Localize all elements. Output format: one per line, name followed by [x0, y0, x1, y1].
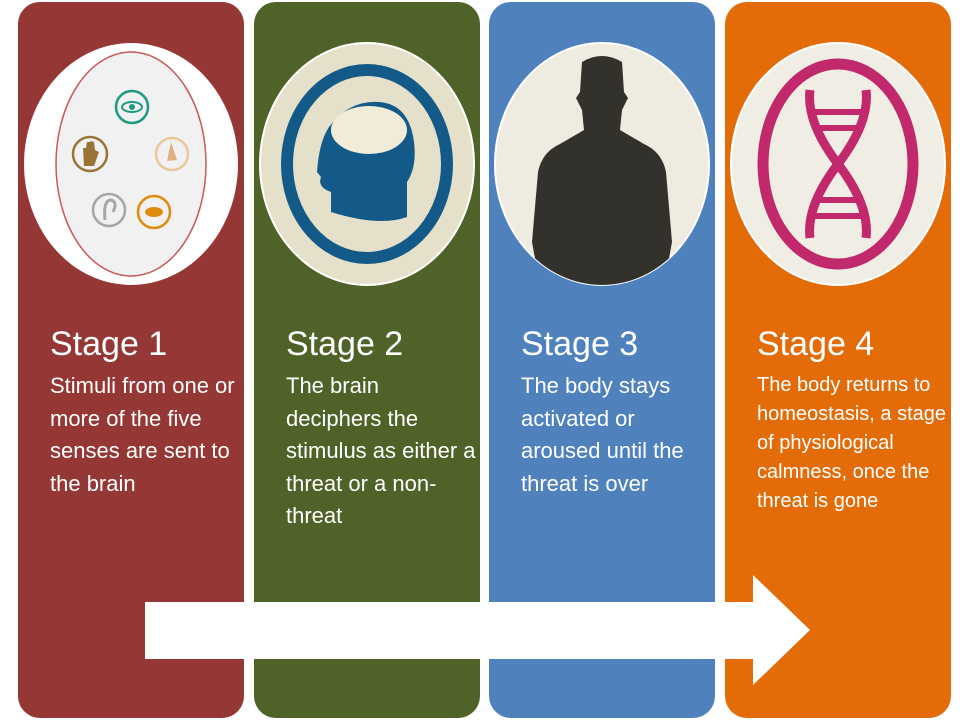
- stage-description: The body returns to homeostasis, a stage…: [757, 374, 946, 512]
- stage-title: Stage 1: [50, 325, 168, 363]
- stage-title: Stage 3: [521, 325, 639, 363]
- stage-title: Stage 4: [757, 325, 875, 363]
- stage-1-panel: Stage 1 Stimuli from one or more of the …: [18, 2, 244, 718]
- ear-icon: [91, 192, 127, 228]
- stage-4-panel: Stage 4 The body returns to homeostasis,…: [725, 2, 951, 718]
- nose-icon: [154, 136, 190, 172]
- stage-description: The brain deciphers the stimulus as eith…: [286, 373, 476, 528]
- human-silhouette-icon: [494, 42, 710, 286]
- stage-2-panel: Stage 2 The brain deciphers the stimulus…: [254, 2, 480, 718]
- dna-icon: [730, 42, 946, 286]
- stage-title: Stage 2: [286, 325, 404, 363]
- stage-3-panel: Stage 3 The body stays activated or arou…: [489, 2, 715, 718]
- hand-icon: [71, 135, 109, 173]
- mouth-icon: [136, 194, 172, 230]
- eye-icon: [114, 89, 150, 125]
- brain-head-icon: [259, 42, 475, 286]
- stage-description: Stimuli from one or more of the five sen…: [50, 373, 235, 496]
- stage-description: The body stays activated or aroused unti…: [521, 373, 684, 496]
- five-senses-icon: [23, 42, 239, 286]
